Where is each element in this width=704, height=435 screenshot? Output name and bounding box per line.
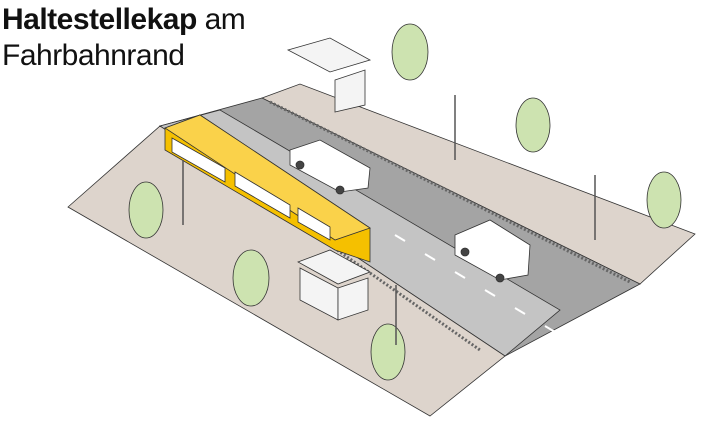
tram (164, 114, 371, 263)
shelter-far (286, 37, 372, 113)
title-rest: am (204, 3, 246, 36)
title-line2: Fahrbahnrand (2, 39, 185, 72)
van (454, 219, 531, 283)
curb-far (269, 100, 631, 284)
car (289, 139, 371, 195)
lamp-posts (182, 95, 596, 345)
illustration-title: Haltestellekap am Fahrbahnrand (2, 2, 246, 74)
shelter-near (297, 249, 371, 321)
title-bold: Haltestellekap (2, 3, 197, 36)
lane-markings (394, 234, 556, 333)
